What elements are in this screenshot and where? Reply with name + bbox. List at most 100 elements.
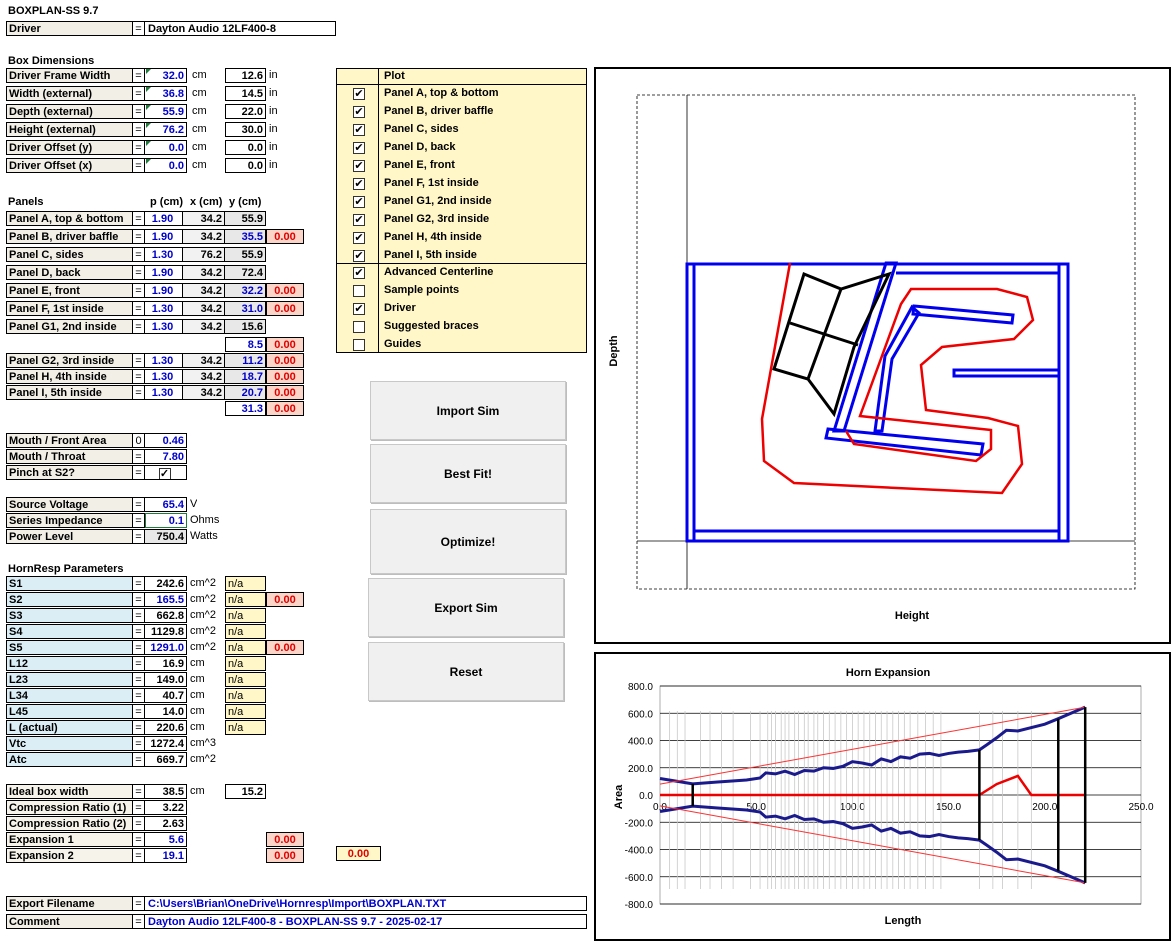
- plot-option-checkbox[interactable]: ✔: [353, 232, 365, 244]
- input-marker: [146, 141, 151, 146]
- y-tick-label: 400.0: [628, 737, 653, 748]
- eq-sign: =: [133, 720, 145, 735]
- panel-p-input[interactable]: 1.90: [145, 265, 183, 280]
- comment-field[interactable]: Dayton Audio 12LF400-8 - BOXPLAN-SS 9.7 …: [145, 914, 587, 929]
- panel-p-input[interactable]: 1.90: [145, 229, 183, 244]
- horn-expansion-svg: Horn Expansion Length Area 800.0600.0400…: [613, 667, 1154, 927]
- panel-p-input[interactable]: 1.90: [145, 211, 183, 226]
- hornresp-value: 669.7: [145, 752, 187, 767]
- plot-option-checkbox[interactable]: ✔: [353, 178, 365, 190]
- mouth-value[interactable]: 0.46: [145, 433, 187, 448]
- panel-error: 0.00: [266, 401, 304, 416]
- dim-inch-value: 22.0: [225, 104, 266, 119]
- plot-option-label: Panel D, back: [384, 141, 456, 153]
- panel-error: 0.00: [266, 283, 304, 298]
- dim-cm-input[interactable]: 76.2: [145, 122, 187, 137]
- hornresp-na: n/a: [225, 656, 266, 671]
- hornresp-na: n/a: [225, 720, 266, 735]
- checkbox-icon[interactable]: ✓: [158, 468, 171, 480]
- panel-p-input[interactable]: 1.90: [145, 283, 183, 298]
- dim-inch-value: 0.0: [225, 140, 266, 155]
- unit-label: cm: [192, 159, 207, 171]
- hornresp-value: 16.9: [145, 656, 187, 671]
- panel-y-value: 18.7: [225, 369, 266, 384]
- hornresp-label: Vtc: [6, 736, 133, 751]
- power-value[interactable]: 0.1: [145, 513, 187, 528]
- hornresp-label: S1: [6, 576, 133, 591]
- eq-sign: =: [133, 158, 145, 173]
- plot-option-checkbox[interactable]: ✔: [353, 142, 365, 154]
- panel-label: Panel G2, 3rd inside: [6, 353, 133, 368]
- box-plot-xlabel: Height: [895, 610, 930, 622]
- dim-cm-input[interactable]: 0.0: [145, 158, 187, 173]
- export-filename-field[interactable]: C:\Users\Brian\OneDrive\Hornresp\Import\…: [145, 896, 587, 911]
- plot-option-label: Driver: [384, 302, 416, 314]
- plot-option-checkbox[interactable]: ✔: [353, 106, 365, 118]
- plot-option-checkbox[interactable]: ✔: [353, 214, 365, 226]
- dim-label: Depth (external): [6, 104, 133, 119]
- plot-option-checkbox[interactable]: ✔: [353, 196, 365, 208]
- driver-shape: [772, 271, 892, 418]
- panel-p-input[interactable]: 1.30: [145, 353, 183, 368]
- plot-option-checkbox[interactable]: [353, 339, 365, 351]
- import-sim-button[interactable]: Import Sim: [370, 381, 566, 440]
- hornresp-label: S3: [6, 608, 133, 623]
- plot-option-checkbox[interactable]: ✔: [353, 303, 365, 315]
- unit-label: V: [190, 498, 198, 510]
- eq-sign: =: [133, 784, 145, 799]
- unit-label: cm^3: [190, 737, 216, 749]
- col-y: y (cm): [229, 196, 262, 208]
- ideal-label: Ideal box width: [6, 784, 133, 799]
- panel-y-value: 20.7: [225, 385, 266, 400]
- panel-p-input[interactable]: 1.30: [145, 369, 183, 384]
- plot-option-checkbox[interactable]: [353, 285, 365, 297]
- chart-xlabel: Length: [885, 915, 922, 927]
- pinch-checkbox[interactable]: ✓: [145, 465, 187, 480]
- centerline-path: [760, 262, 1035, 495]
- panel-p-input[interactable]: 1.30: [145, 385, 183, 400]
- plot-option-checkbox[interactable]: ✔: [353, 250, 365, 262]
- panel-extra-value: 8.5: [225, 337, 266, 352]
- y-tick-label: -200.0: [625, 818, 654, 829]
- power-value[interactable]: 750.4: [145, 529, 187, 544]
- panel-x-value: 34.2: [183, 229, 225, 244]
- optimize-button[interactable]: Optimize!: [370, 509, 566, 574]
- plot-option-checkbox[interactable]: ✔: [353, 124, 365, 136]
- panel-p-input[interactable]: 1.30: [145, 301, 183, 316]
- unit-label: Ohms: [190, 514, 220, 526]
- x-tick-label: 50.0: [746, 802, 766, 813]
- plot-option-label: Panel H, 4th inside: [384, 231, 482, 243]
- plot-option-checkbox[interactable]: ✔: [353, 267, 365, 279]
- driver-value[interactable]: Dayton Audio 12LF400-8: [145, 21, 336, 36]
- driver-divider: [789, 321, 859, 347]
- plot-option-checkbox[interactable]: ✔: [353, 160, 365, 172]
- panel-y-value: 55.9: [225, 211, 266, 226]
- mouth-label: Mouth / Throat: [6, 449, 133, 464]
- ratio-label: Expansion 2: [6, 848, 133, 863]
- panel-x-value: 34.2: [183, 369, 225, 384]
- unit-label: in: [269, 69, 278, 81]
- export-sim-button[interactable]: Export Sim: [368, 578, 564, 637]
- panel-p-input[interactable]: 1.30: [145, 319, 183, 334]
- x-tick-label: 150.0: [936, 802, 961, 813]
- dim-cm-input[interactable]: 55.9: [145, 104, 187, 119]
- dim-cm-input[interactable]: 36.8: [145, 86, 187, 101]
- power-value[interactable]: 65.4: [145, 497, 187, 512]
- dim-cm-input[interactable]: 0.0: [145, 140, 187, 155]
- box-layout-svg: Height Depth: [608, 94, 1136, 622]
- panel-x-value: 34.2: [183, 319, 225, 334]
- plot-options-heading: Plot: [384, 70, 405, 82]
- power-label: Source Voltage: [6, 497, 133, 512]
- dim-cm-input[interactable]: 32.0: [145, 68, 187, 83]
- hornresp-na: n/a: [225, 624, 266, 639]
- panel-p-input[interactable]: 1.30: [145, 247, 183, 262]
- plot-option-checkbox[interactable]: ✔: [353, 88, 365, 100]
- reset-button[interactable]: Reset: [368, 642, 564, 701]
- mouth-value[interactable]: 7.80: [145, 449, 187, 464]
- plot-option-checkbox[interactable]: [353, 321, 365, 333]
- panel-label: Panel C, sides: [6, 247, 133, 262]
- best-fit-button[interactable]: Best Fit!: [370, 444, 566, 503]
- panel-x-value: 76.2: [183, 247, 225, 262]
- plot-option-label: Suggested braces: [384, 320, 479, 332]
- dim-label: Width (external): [6, 86, 133, 101]
